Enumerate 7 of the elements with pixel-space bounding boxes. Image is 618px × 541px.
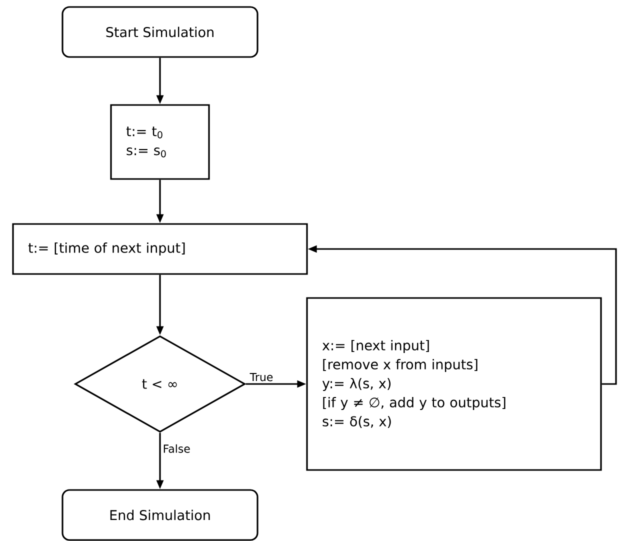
process-box: t:= t$_{0}$ s:= s$_{0}$	[110, 104, 210, 180]
process-box: x:= [next input] [remove x from inputs] y:= λ(s, x) [if y ≠ ∅, add y to outputs] s:= δ(s, x)	[306, 297, 602, 471]
terminal-box: Start Simulation	[62, 6, 258, 58]
terminal-box: End Simulation	[62, 489, 258, 541]
edge-label: True	[250, 373, 273, 382]
edge-label: False	[164, 444, 190, 453]
process-box: t:= [time of next input]	[12, 223, 308, 275]
